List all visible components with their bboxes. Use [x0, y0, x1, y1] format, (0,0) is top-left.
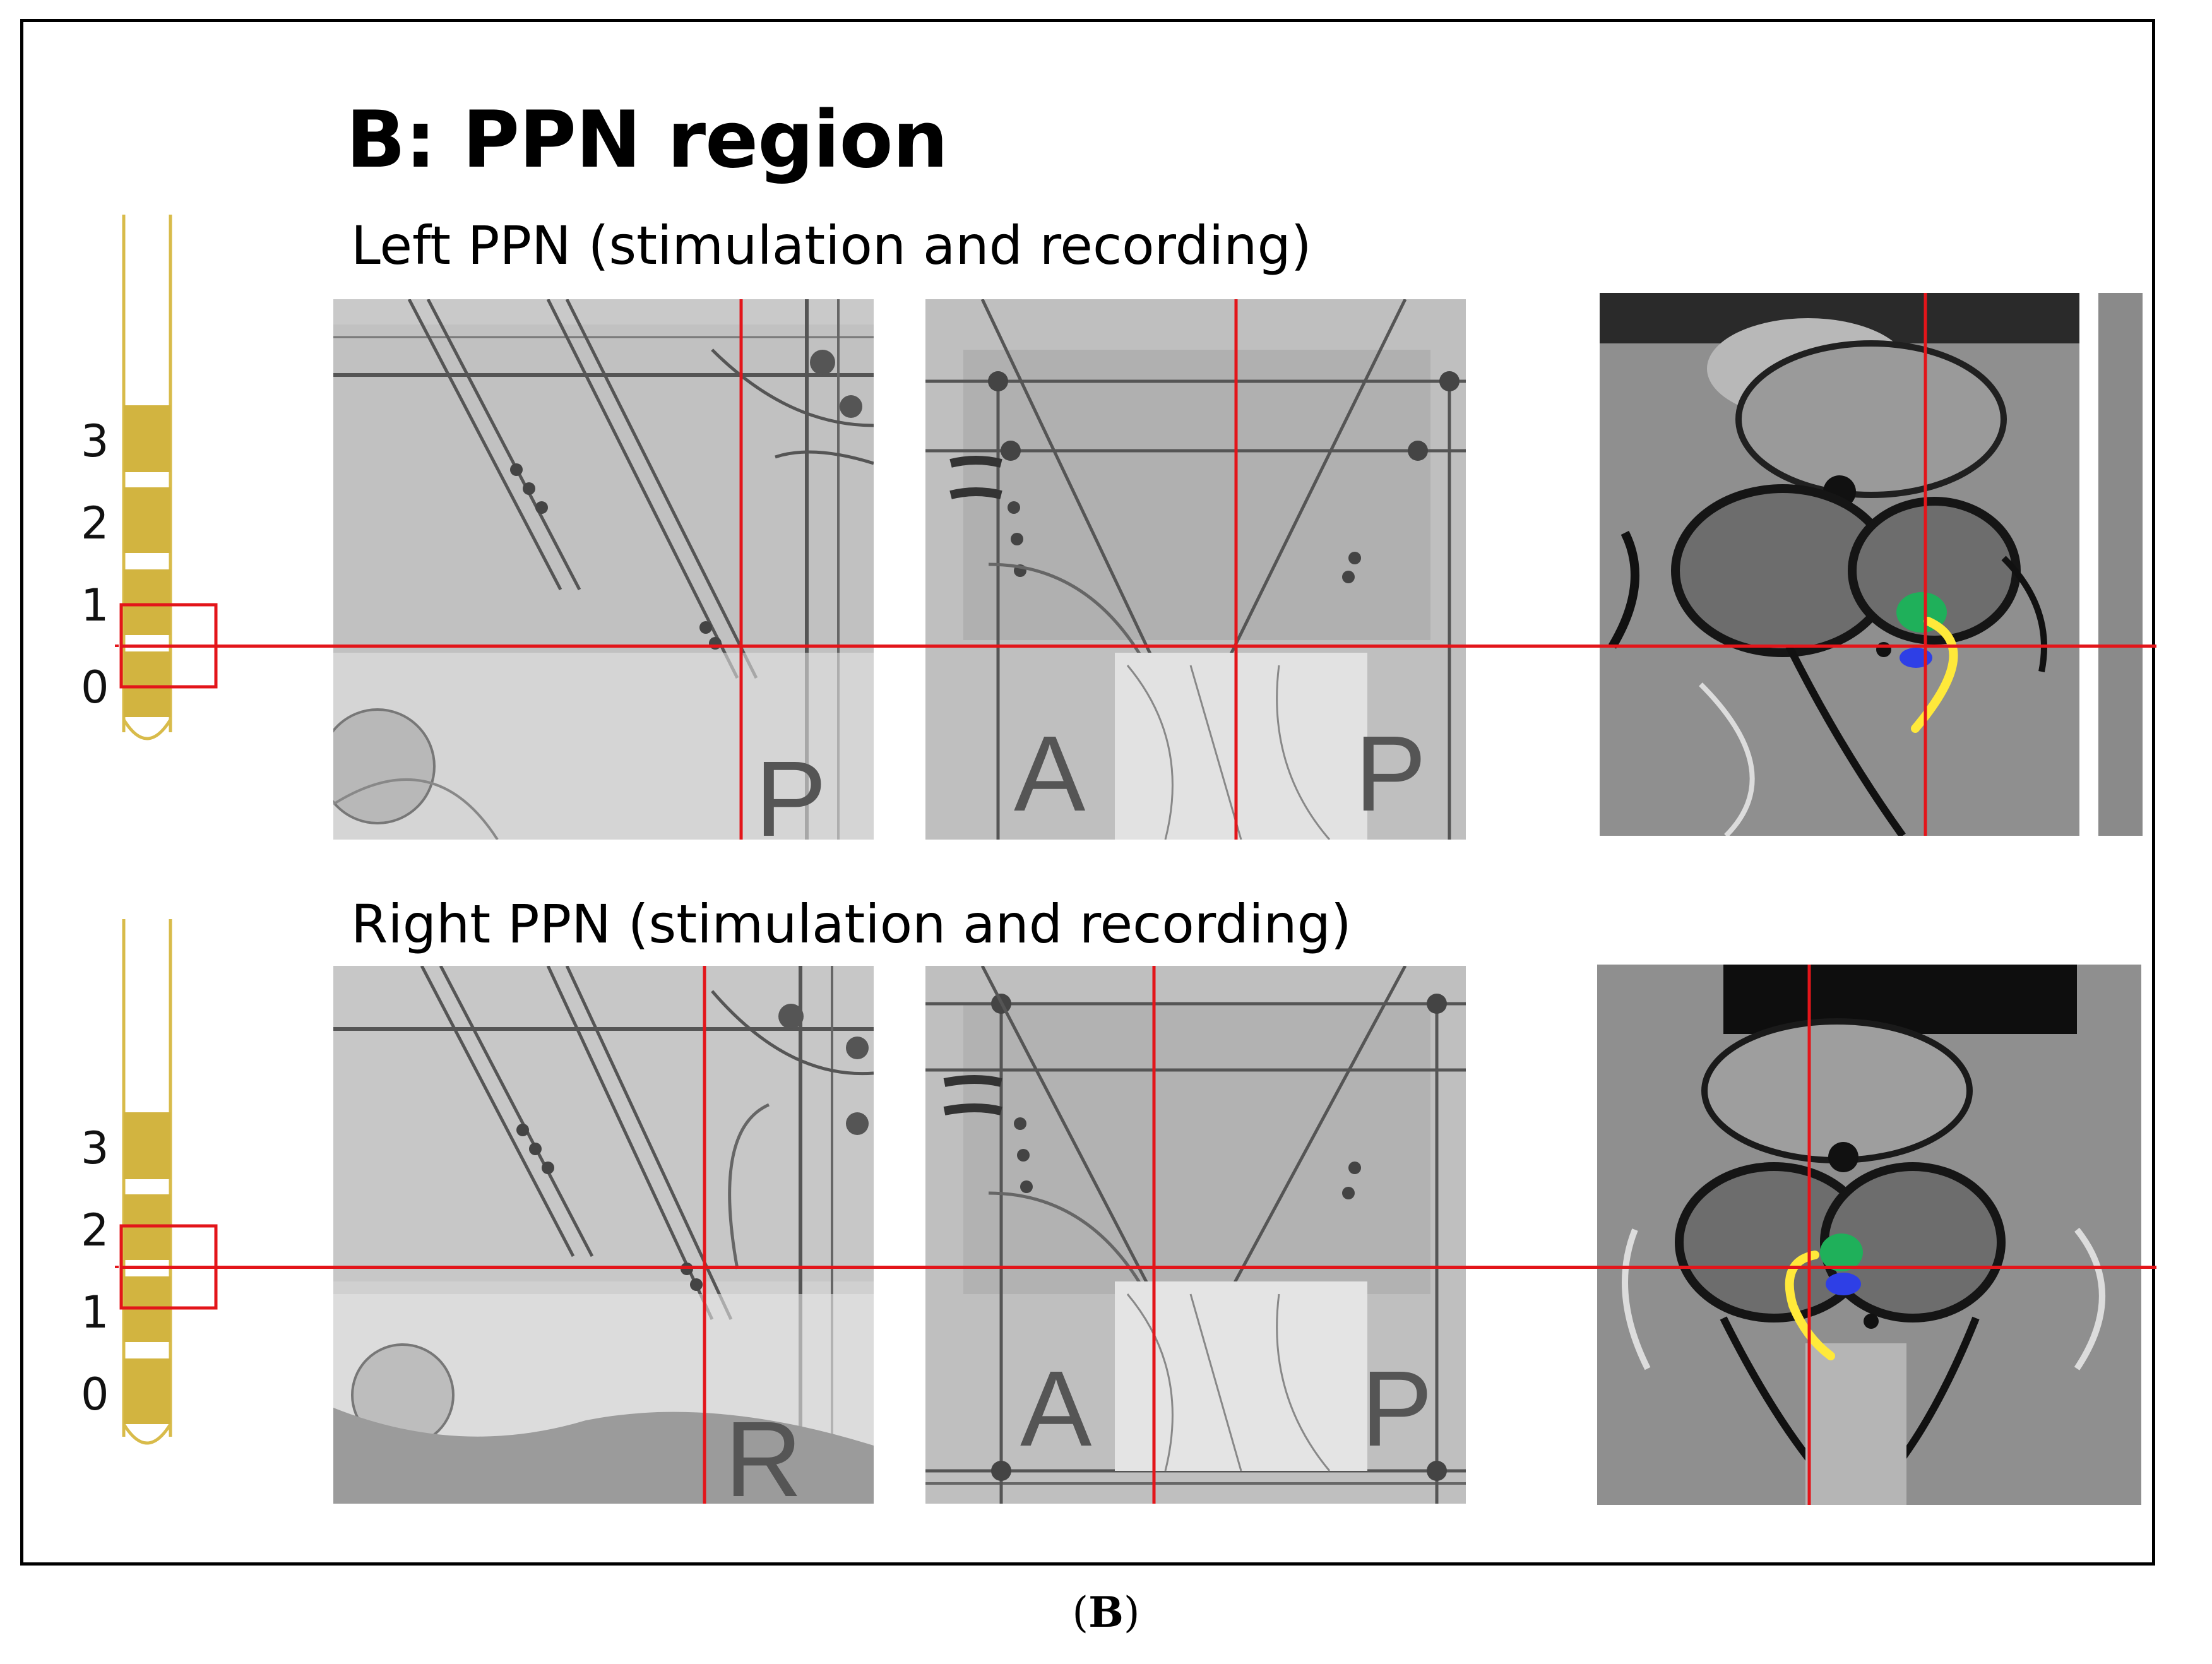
xray-letter-a: A [1014, 714, 1086, 834]
xray-letter-a: A [1020, 1349, 1092, 1469]
electrode-diagram-left: 3 2 1 0 [76, 215, 227, 758]
xray-ap-left: A P [925, 299, 1466, 840]
caption-label: B [1088, 1588, 1124, 1637]
contact-label-3: 3 [81, 1122, 109, 1174]
xray-orientation-letter: P [755, 739, 826, 840]
contact-label-2: 2 [81, 1204, 109, 1256]
right-ppn-subtitle: Right PPN (stimulation and recording) [351, 893, 1352, 955]
xray-orientation-letter: R [725, 1400, 802, 1504]
contact-label-0: 0 [81, 662, 109, 713]
target-line-left [121, 645, 2156, 648]
electrode-diagram-right: 3 2 1 0 [76, 919, 227, 1462]
figure-title: B: PPN region [346, 95, 948, 186]
xray-letter-p: P [1361, 1349, 1432, 1469]
contact-label-1: 1 [81, 579, 109, 631]
xray-lateral-right: R [333, 966, 874, 1504]
contact-label-1: 1 [81, 1287, 109, 1338]
xray-letter-p: P [1355, 714, 1426, 834]
mri-axial-right [1597, 965, 2141, 1505]
xray-ap-right: A P [925, 966, 1466, 1504]
contact-label-2: 2 [81, 497, 109, 549]
xray-lateral-left: P [333, 299, 874, 840]
figure-caption: (B) [1072, 1588, 1140, 1637]
contact-label-0: 0 [81, 1369, 109, 1420]
contact-label-3: 3 [81, 415, 109, 467]
mri-axial-left [1600, 293, 2143, 836]
target-line-right [121, 1266, 2156, 1269]
left-ppn-subtitle: Left PPN (stimulation and recording) [351, 215, 1312, 276]
